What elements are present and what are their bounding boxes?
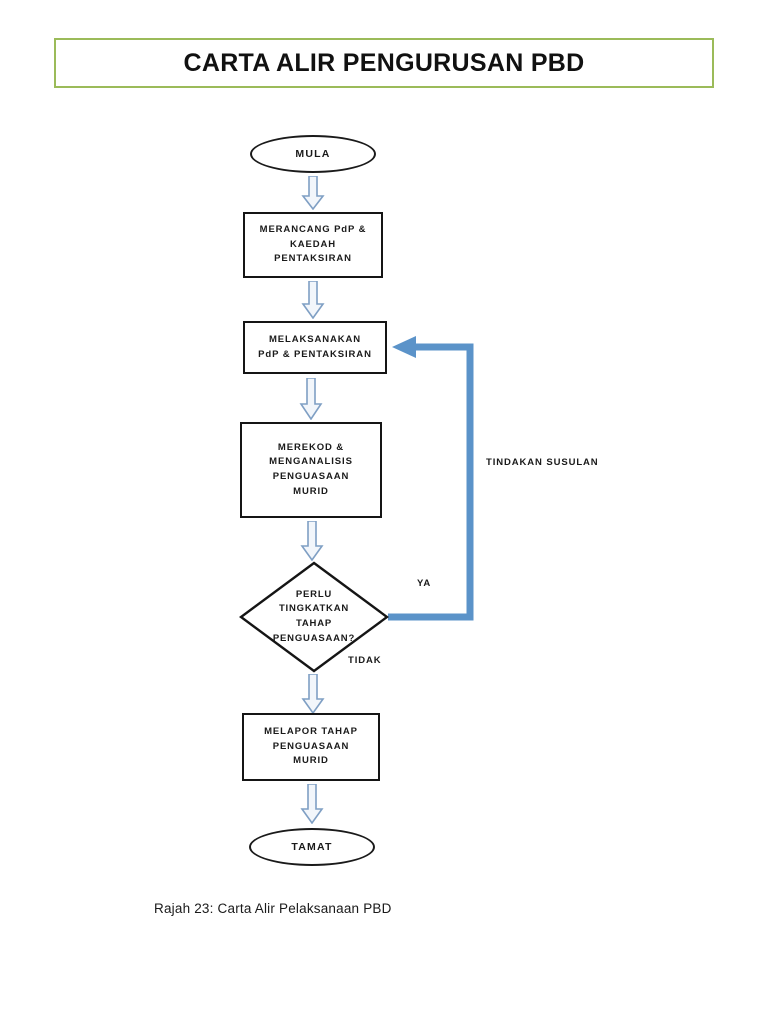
node-tamat-label: TAMAT: [291, 840, 333, 853]
node-tamat[interactable]: TAMAT: [249, 828, 375, 866]
node-decision-perlu-tingkatkan[interactable]: PERLU TINGKATKAN TAHAP PENGUASAAN?: [239, 561, 389, 673]
diamond-shape: [239, 561, 389, 673]
figure-caption: Rajah 23: Carta Alir Pelaksanaan PBD: [154, 901, 392, 916]
edge-label-ya: YA: [417, 578, 432, 589]
node-melapor-tahap[interactable]: MELAPOR TAHAP PENGUASAAN MURID: [242, 713, 380, 781]
node-mula[interactable]: MULA: [250, 135, 376, 173]
node-melaksanakan-pdp-label: MELAKSANAKAN PdP & PENTAKSIRAN: [258, 333, 372, 360]
title-banner: CARTA ALIR PENGURUSAN PBD: [54, 38, 714, 88]
node-merekod-menganalisis[interactable]: MEREKOD & MENGANALISIS PENGUASAAN MURID: [240, 422, 382, 518]
node-melaksanakan-pdp[interactable]: MELAKSANAKAN PdP & PENTAKSIRAN: [243, 321, 387, 374]
node-merekod-menganalisis-label: MEREKOD & MENGANALISIS PENGUASAAN MURID: [269, 441, 353, 497]
arrow-merekod-to-keputusan: [300, 521, 324, 561]
arrow-mula-to-merancang: [301, 176, 325, 210]
edge-label-tindakan-susulan: TINDAKAN SUSULAN: [486, 457, 599, 468]
node-melapor-tahap-label: MELAPOR TAHAP PENGUASAAN MURID: [264, 725, 358, 767]
node-mula-label: MULA: [295, 147, 331, 160]
edge-label-tidak: TIDAK: [348, 655, 382, 666]
page-title: CARTA ALIR PENGURUSAN PBD: [183, 48, 585, 77]
node-merancang-pdp[interactable]: MERANCANG PdP & KAEDAH PENTAKSIRAN: [243, 212, 383, 278]
node-merancang-pdp-label: MERANCANG PdP & KAEDAH PENTAKSIRAN: [259, 223, 367, 265]
node-decision-label: PERLU TINGKATKAN TAHAP PENGUASAAN?: [272, 588, 356, 644]
arrow-melaksanakan-to-merekod: [299, 378, 323, 420]
arrow-keputusan-to-melapor: [301, 674, 325, 714]
arrow-merancang-to-melaksanakan: [301, 281, 325, 319]
arrow-melapor-to-tamat: [300, 784, 324, 824]
